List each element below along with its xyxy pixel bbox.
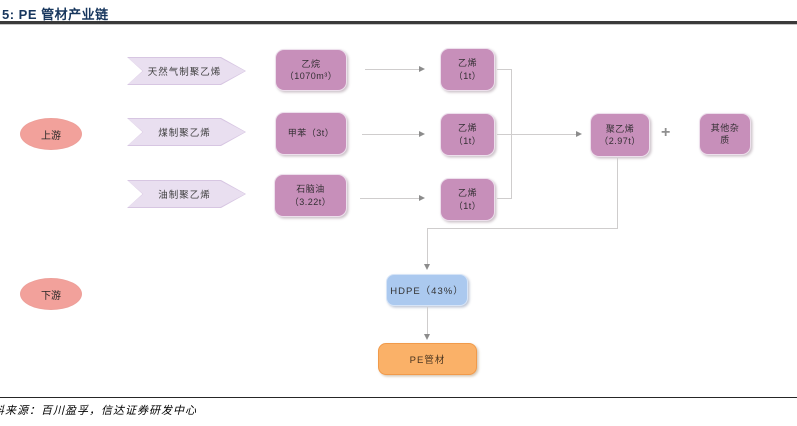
poly-flow-arrowhead [576, 131, 582, 137]
banner-coal-fill: 煤制聚乙烯 [128, 119, 245, 145]
downstream-oval: 下游 [20, 278, 82, 310]
toluene-box: 甲苯（3t） [275, 112, 347, 155]
impurities-box: 其他杂质 [699, 113, 751, 155]
naphtha-box: 石脑油 （3.22t） [274, 174, 347, 217]
ethylene-1-name: 乙烯 [457, 58, 477, 69]
ethane-qty: （1070m³） [284, 71, 338, 81]
toluene-name: 甲苯（3t） [287, 128, 335, 139]
ethylene-box-1: 乙烯 （1t） [440, 48, 495, 91]
source-text: 料来源：百川盈孚，信达证券研发中心 [0, 404, 197, 417]
source-divider [0, 397, 797, 398]
figure-title: 5: PE 管材产业链 [2, 7, 109, 22]
bus-stub-2 [497, 134, 512, 135]
flow-line-2 [362, 134, 419, 135]
upstream-label: 上游 [41, 130, 61, 142]
flow-arrowhead-3 [419, 195, 425, 201]
downstream-label: 下游 [41, 290, 61, 302]
ethylene-3-name: 乙烯 [457, 188, 477, 199]
title-divider-shadow [0, 24, 797, 25]
ethylene-1-qty: （1t） [453, 70, 482, 81]
banner-natural-gas-fill: 天然气制聚乙烯 [128, 58, 245, 84]
naphtha-name: 石脑油 [296, 184, 325, 195]
banner-natural-gas-label: 天然气制聚乙烯 [147, 67, 222, 78]
pe-pipe-in-line [427, 307, 428, 335]
poly-down-line [617, 158, 618, 229]
banner-oil-route: 油制聚乙烯 [127, 180, 246, 208]
ethylene-box-2: 乙烯 （1t） [440, 113, 495, 156]
ethane-box: 乙烷 （1070m³） [275, 49, 347, 91]
hdpe-label: HDPE（43%） [390, 286, 464, 297]
poly-flow-line [511, 134, 576, 135]
naphtha-qty: （3.22t） [289, 196, 332, 207]
ethylene-2-name: 乙烯 [457, 123, 477, 134]
ethylene-3-qty: （1t） [453, 200, 482, 211]
polyethylene-qty: （2.97t） [599, 136, 641, 146]
banner-coal-route: 煤制聚乙烯 [127, 118, 246, 146]
bus-stub-3 [497, 198, 512, 199]
bus-stub-1 [497, 69, 512, 70]
pe-pipe-in-arrowhead [424, 334, 430, 340]
hdpe-in-arrowhead [424, 264, 430, 270]
hdpe-box: HDPE（43%） [386, 274, 468, 306]
plus-sign: + [661, 124, 671, 141]
hdpe-in-line [427, 228, 428, 265]
downstream-horizontal-line [427, 228, 618, 229]
pe-pipe-label: PE管材 [409, 355, 446, 366]
banner-oil-fill: 油制聚乙烯 [128, 181, 245, 207]
flow-line-1 [365, 69, 419, 70]
impurities-label: 其他杂质 [710, 122, 740, 145]
pe-pipe-box: PE管材 [378, 343, 477, 375]
banner-natural-gas-route: 天然气制聚乙烯 [127, 57, 246, 85]
flow-arrowhead-2 [419, 131, 425, 137]
flow-arrowhead-1 [419, 66, 425, 72]
ethylene-2-qty: （1t） [453, 135, 482, 146]
ethane-name: 乙烷 [301, 58, 321, 69]
banner-oil-label: 油制聚乙烯 [158, 190, 211, 201]
banner-coal-label: 煤制聚乙烯 [158, 128, 211, 139]
title-divider [0, 21, 797, 24]
upstream-oval: 上游 [20, 118, 82, 150]
flow-line-3 [360, 198, 419, 199]
polyethylene-name: 聚乙烯 [605, 123, 635, 134]
ethylene-box-3: 乙烯 （1t） [440, 178, 495, 221]
polyethylene-box: 聚乙烯 （2.97t） [590, 113, 650, 157]
